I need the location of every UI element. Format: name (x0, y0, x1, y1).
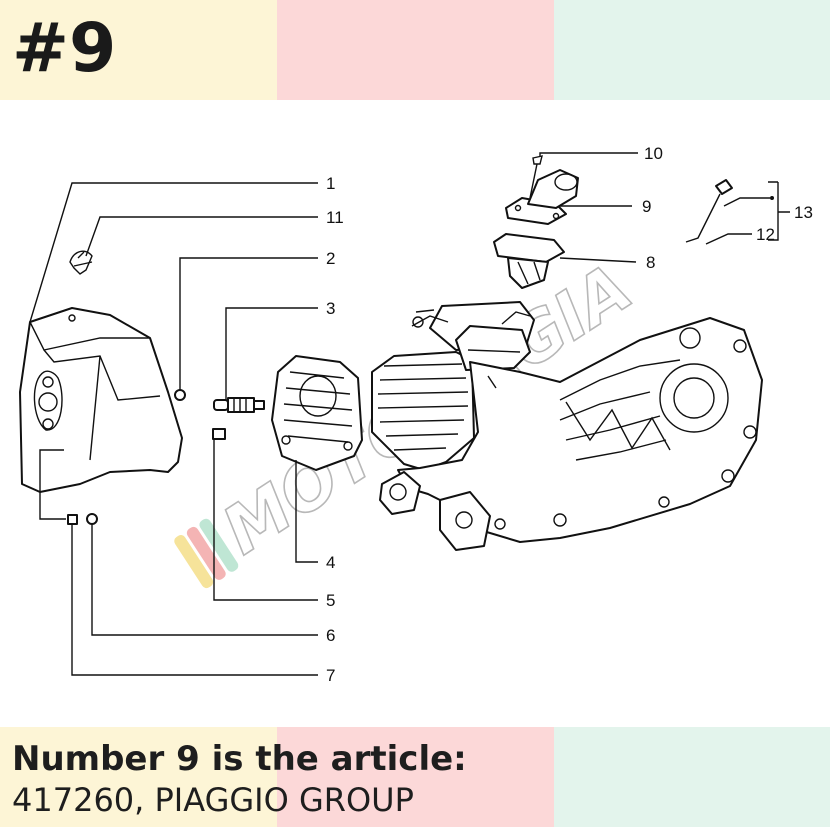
caption-article-code: 417260, PIAGGIO GROUP (12, 781, 414, 819)
engine-crankcase (371, 301, 763, 551)
item-number-badge: #9 (12, 9, 117, 88)
callout-8: 8 (646, 253, 655, 272)
part-13-dipstick (685, 179, 733, 243)
callout-3: 3 (326, 299, 335, 318)
part-11-clip (69, 250, 93, 275)
band-yellow (0, 727, 277, 827)
band-mint (554, 727, 830, 827)
watermark-stripe-mint (199, 518, 239, 572)
callout-13: 13 (794, 203, 813, 222)
band-pink (277, 0, 554, 100)
caption-title: Number 9 is the article: (12, 739, 467, 779)
part-10-install-line (529, 163, 538, 199)
callout-11: 11 (326, 208, 344, 227)
part-4-cylinder-head (271, 355, 363, 471)
part-9-intake-manifold (505, 169, 579, 225)
watermark-stripe-pink (186, 526, 226, 580)
part-5-nut (212, 428, 226, 440)
watermark-stripe-yellow (174, 535, 214, 589)
callout-10: 10 (644, 144, 663, 163)
leader-lines (29, 152, 790, 676)
part-10-screw (532, 155, 543, 165)
dipstick-ref-dot (770, 196, 774, 200)
top-color-band (0, 0, 830, 100)
callout-4: 4 (326, 553, 335, 572)
part-6-washer (86, 513, 98, 525)
callout-6: 6 (326, 626, 335, 645)
callout-7: 7 (326, 666, 335, 685)
callout-9: 9 (642, 197, 651, 216)
part-2-washer (174, 389, 186, 401)
callout-numbers: 1 11 2 3 4 5 6 7 10 9 8 13 12 (326, 144, 813, 685)
callout-2: 2 (326, 249, 335, 268)
callout-5: 5 (326, 591, 335, 610)
part-7-screw (67, 514, 78, 525)
part-1-cover (19, 307, 183, 493)
exploded-parts-diagram: MOTOMAGIA (19, 144, 813, 685)
band-mint (554, 0, 830, 100)
band-yellow (0, 0, 277, 100)
callout-12: 12 (756, 225, 775, 244)
bottom-color-band (0, 727, 830, 827)
callout-1: 1 (326, 174, 335, 193)
part-3-spark-plug (213, 397, 265, 413)
band-pink (277, 727, 554, 827)
part-8-reed-valve (493, 233, 565, 289)
